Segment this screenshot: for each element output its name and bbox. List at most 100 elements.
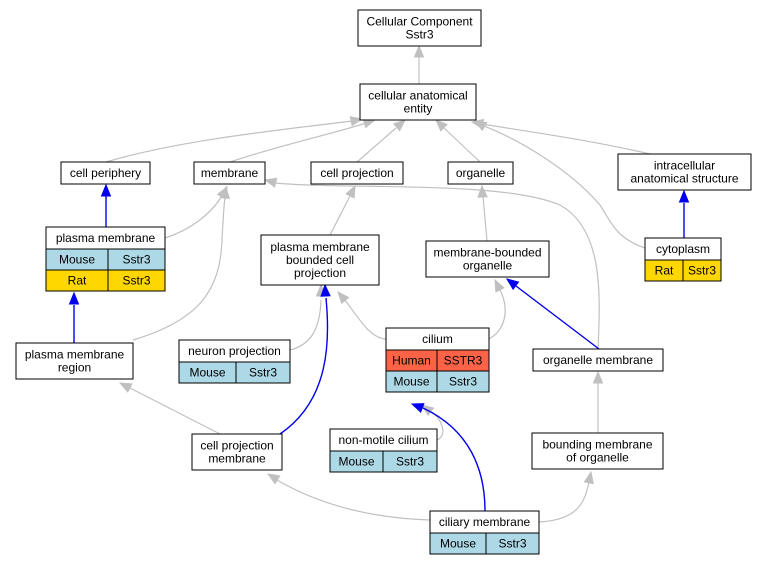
node-organelle: organelle <box>447 161 514 185</box>
annotation-row: Mouse Sstr3 <box>329 450 438 473</box>
gene-label: Sstr3 <box>396 455 424 469</box>
node-label: ciliary membrane <box>439 515 531 529</box>
arrowhead-icon <box>345 184 356 199</box>
node-label: cell projection <box>200 439 273 453</box>
edge-cellprojection-cae <box>356 119 406 163</box>
arrowhead-icon <box>477 184 488 198</box>
arrowhead-icon <box>349 116 364 127</box>
node-organelle-membrane: organelle membrane <box>532 348 664 372</box>
edge-organellemembrane-membrane <box>263 177 600 350</box>
edge-cilium-mborganelle <box>488 278 506 340</box>
node-label: neuron projection <box>188 344 281 358</box>
edge-organellemembrane-mborganelle <box>505 278 600 350</box>
edge-cilium-pmbounded <box>337 290 387 340</box>
edge-neuronprojection-pmbounded <box>289 283 327 351</box>
edge-organelle-cae <box>435 119 481 163</box>
arrowhead-icon <box>505 278 520 291</box>
edge-cellperiphery-cae <box>105 116 364 163</box>
edge-cytoplasm-cae <box>473 120 646 249</box>
node-label: bounding membrane <box>542 438 652 452</box>
organism-label: Rat <box>68 274 87 288</box>
organism-label: Rat <box>655 264 674 278</box>
node-label: cytoplasm <box>656 242 710 256</box>
arrowhead-icon <box>583 470 594 485</box>
edge-ciliarymembrane-boundingmembrane <box>538 470 594 523</box>
arrowhead-icon <box>392 119 406 132</box>
gene-label: Sstr3 <box>498 537 526 551</box>
node-label: projection <box>294 266 346 280</box>
node-label: bounded cell <box>286 253 354 267</box>
edge-cae-root <box>413 44 425 84</box>
node-label: cell periphery <box>70 166 141 180</box>
gene-label: Sstr3 <box>449 375 477 389</box>
edge-cytoplasm-intracellular <box>678 189 690 238</box>
node-label: Cellular Component <box>366 15 473 29</box>
arrowhead-icon <box>320 283 331 297</box>
arrowhead-icon <box>678 189 690 203</box>
annotation-row: Mouse Sstr3 <box>45 248 166 271</box>
node-cell-projection: cell projection <box>310 161 404 185</box>
edge-boundingmembrane-organellemembrane <box>592 370 604 433</box>
node-label: plasma membrane <box>270 240 370 254</box>
arrowhead-icon <box>337 290 350 305</box>
edge-plasmamembrane-membrane <box>164 185 228 239</box>
edge-mborganelle-organelle <box>477 184 488 242</box>
arrowhead-icon <box>592 370 604 384</box>
edge-cpmembrane-pmbounded <box>279 283 331 435</box>
organism-label: Mouse <box>338 455 374 469</box>
node-membrane: membrane <box>193 161 266 185</box>
annotation-row: Mouse Sstr3 <box>178 361 291 384</box>
edge-membrane-cae <box>229 118 377 163</box>
edges-layer <box>68 44 690 523</box>
organism-label: Mouse <box>189 366 225 380</box>
edge-cpmembrane-pmregion <box>118 382 221 435</box>
node-label: of organelle <box>566 451 629 465</box>
node-label: Sstr3 <box>405 28 433 42</box>
node-label: cell projection <box>320 166 393 180</box>
node-label: cilium <box>422 332 453 346</box>
edge-ciliarymembrane-cpmembrane <box>266 473 431 521</box>
node-label: non-motile cilium <box>338 433 428 447</box>
edge-pmbounded-cellprojection <box>329 184 356 236</box>
gene-label: Sstr3 <box>122 253 150 267</box>
node-label: intracellular <box>654 159 715 173</box>
arrowhead-icon <box>494 278 505 293</box>
organism-label: Mouse <box>393 375 429 389</box>
node-label: organelle <box>463 259 513 273</box>
edge-plasmamembrane-cellperiphery <box>100 183 112 227</box>
node-label: plasma membrane <box>25 348 125 362</box>
arrowhead-icon <box>219 185 231 199</box>
organism-label: Mouse <box>59 253 95 267</box>
node-label: region <box>58 361 91 375</box>
node-label: entity <box>404 102 433 116</box>
gene-label: Sstr3 <box>249 366 277 380</box>
node-label: plasma membrane <box>56 231 156 245</box>
node-label: membrane <box>208 452 266 466</box>
node-label: membrane <box>201 166 259 180</box>
edge-pmregion-membrane <box>132 185 231 341</box>
node-cell-periphery: cell periphery <box>60 161 151 185</box>
node-label: membrane-bounded <box>433 246 541 260</box>
arrowhead-icon <box>263 177 278 188</box>
arrowhead-icon <box>473 120 488 132</box>
arrowhead-icon <box>435 119 448 132</box>
arrowhead-icon <box>266 473 281 485</box>
arrowhead-icon <box>410 403 425 413</box>
